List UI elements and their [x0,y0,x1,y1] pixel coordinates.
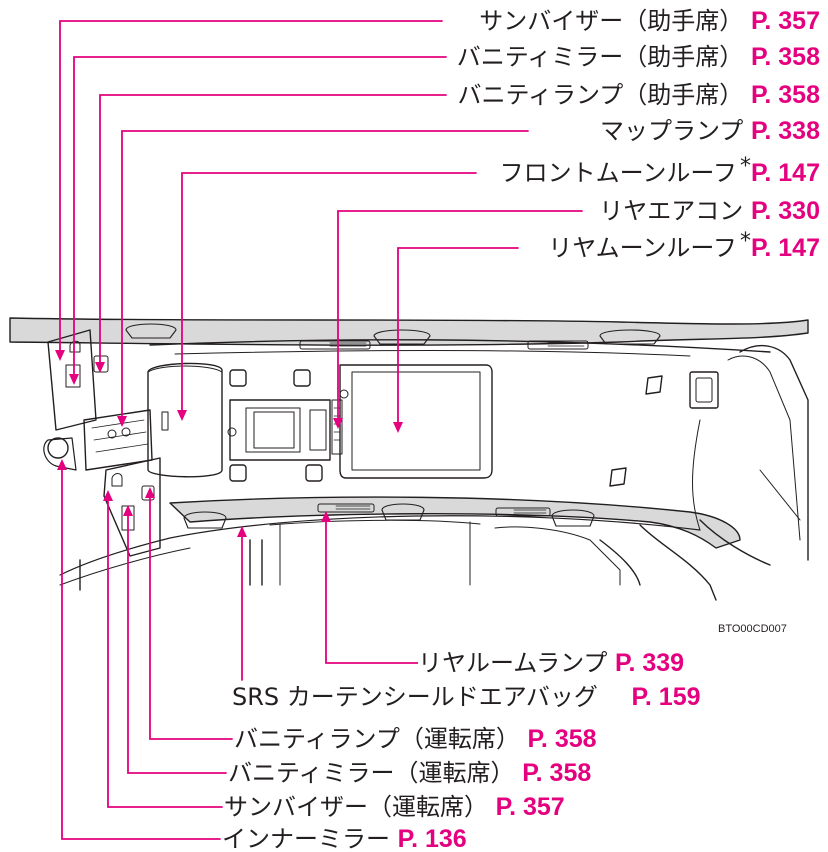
callout-rear-air-conditioner: リヤエアコン P. 330 [597,196,820,226]
callout-vanity-mirror-driver: バニティミラー（運転席） P. 358 [228,758,594,788]
roof-edge-band [9,317,809,346]
leader-vanity-mirror-driver [127,513,227,774]
callout-label: バニティミラー（運転席） [228,759,515,787]
callout-label: バニティミラー（助手席） [456,43,744,71]
rear-edge-band [169,496,741,549]
callout-label: サンバイザー（運転席） [224,793,488,821]
leader-rear-air-conditioner [337,210,583,421]
page-reference: P. 357 [495,793,565,821]
arrowhead [57,459,67,470]
callout-label: バニティランプ（運転席） [234,725,520,753]
visor-driver-shape [103,457,161,557]
callout-sun-visor-passenger: サンバイザー（助手席） P. 357 [477,6,820,36]
callout-vanity-lamp-driver: バニティランプ（運転席） P. 358 [234,724,599,754]
arrowhead [333,418,343,429]
page-reference: P. 159 [631,683,701,711]
page-reference: P. 358 [527,725,597,753]
figure-code: BTO00CD007 [718,623,787,635]
leader-vanity-lamp-passenger [99,94,447,365]
arrowhead [55,350,65,361]
callout-label: リヤエアコン [599,197,744,225]
arrowhead [117,416,127,427]
callout-vanity-lamp-passenger: バニティランプ（助手席） P. 358 [455,80,820,110]
page-reference: P. 358 [750,81,820,109]
page-reference: P. 358 [750,43,820,71]
leader-rear-room-lamp [325,519,419,664]
leader-inner-mirror [61,467,221,840]
arrowhead [145,487,155,498]
callout-srs-curtain-airbag: SRS カーテンシールドエアバッグ P. 159 [232,682,703,712]
leader-vanity-mirror-passenger [73,56,447,377]
callout-label: SRS カーテンシールドエアバッグ [232,683,598,711]
callout-map-lamp: マップランプ P. 338 [598,116,820,146]
callout-label: リヤムーンルーフ [548,234,737,262]
callout-rear-room-lamp: リヤルームランプ P. 339 [418,648,687,678]
page-reference: P. 147 [750,159,820,187]
arrowhead [95,362,105,373]
footnote-asterisk: * [739,229,751,254]
callout-vanity-mirror-passenger: バニティミラー（助手席） P. 358 [454,42,820,72]
callout-label: フロントムーンルーフ [499,159,737,187]
arrowhead [103,490,113,501]
footnote-asterisk: * [739,154,751,179]
callout-rear-moonroof: リヤムーンルーフ*P. 147 [546,229,820,265]
callout-front-moonroof: フロントムーンルーフ*P. 147 [497,154,820,190]
leader-map-lamp [121,130,529,419]
callout-label: バニティランプ（助手席） [457,81,744,109]
leader-rear-moonroof [397,247,519,425]
callout-label: リヤルームランプ [418,649,608,677]
callout-sun-visor-driver: サンバイザー（運転席） P. 357 [224,792,567,822]
page-reference: P. 147 [750,234,820,262]
rear-moonroof-panel [339,364,493,479]
callout-label: サンバイザー（助手席） [479,7,744,35]
page-reference: P. 330 [750,197,820,225]
page-reference: P. 357 [750,7,820,35]
front-moonroof-panel [147,362,223,478]
leader-front-moonroof [181,172,477,413]
arrowhead [321,511,331,522]
page-reference: P. 338 [750,117,820,145]
arrowhead [393,422,403,433]
leader-vanity-lamp-driver [149,495,233,740]
arrowhead [177,410,187,421]
arrowhead [123,505,133,516]
visor-passenger-shape [47,329,97,431]
page-reference: P. 339 [615,649,685,677]
arrowhead [69,374,79,385]
callout-inner-mirror: インナーミラー P. 136 [222,824,469,852]
page-reference: P. 358 [522,759,592,787]
page-reference: P. 136 [397,825,467,852]
leader-sun-visor-passenger [59,20,443,353]
arrowhead [237,526,247,537]
callout-label: マップランプ [600,117,744,145]
leader-sun-visor-driver [107,498,223,808]
callout-label: インナーミラー [222,825,390,852]
